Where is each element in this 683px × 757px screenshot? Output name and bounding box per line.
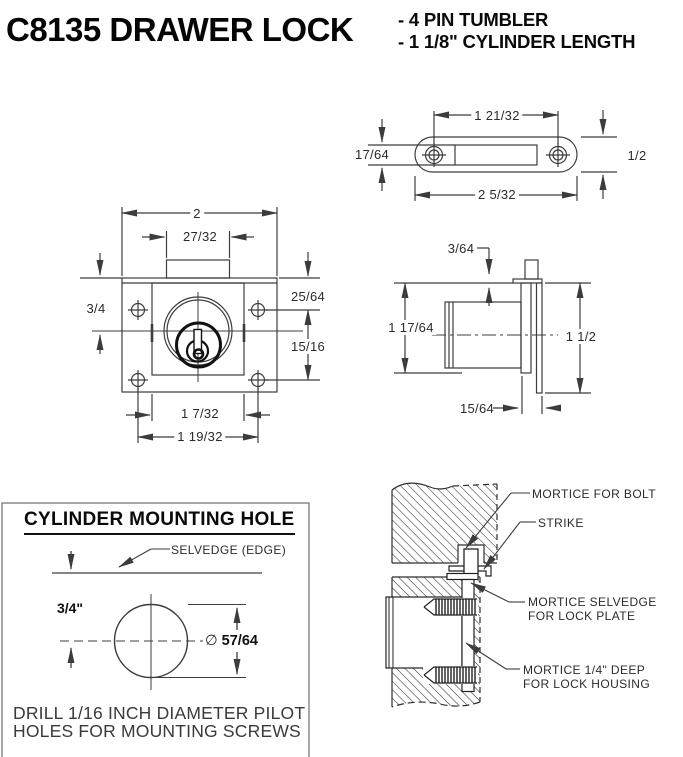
dim-strike-slot-height: 17/64 [354,147,390,162]
dim-hole-diameter: ∅ 57/64 [203,633,260,649]
label-mortice-selvedge-1: MORTICE SELVEDGE [528,595,657,609]
dim-strike-height: 1/2 [627,148,647,163]
bolt-section [463,548,479,575]
drill-note-line-1: DRILL 1/16 INCH DIAMETER PILOT [13,703,306,723]
dim-front-hole-spacing-v: 15/16 [287,339,329,354]
dim-side-plate-thickness: 3/64 [447,241,475,256]
label-mortice-selvedge-2: FOR LOCK PLATE [528,609,636,623]
dim-front-width: 2 [190,206,204,221]
installation-section-view [385,482,536,708]
dim-front-hole-spacing-h: 1 19/32 [174,429,226,444]
dim-strike-width: 2 5/32 [475,187,519,202]
drill-note-line-2: HOLES FOR MOUNTING SCREWS [13,721,301,741]
label-mortice-for-bolt: MORTICE FOR BOLT [532,487,656,501]
diameter-symbol-icon: ∅ [205,633,218,649]
dim-side-housing-height: 1 17/64 [385,320,437,335]
dim-hole-offset: 3/4" [56,600,84,616]
label-mortice-deep-1: MORTICE 1/4" DEEP [523,663,646,677]
selvedge-label: SELVEDGE (EDGE) [171,543,287,557]
dim-front-left-offset: 3/4 [86,301,106,316]
screw-hole-icon [422,143,570,167]
panel-heading: CYLINDER MOUNTING HOLE [24,509,295,535]
feature-bullet-1: - 4 PIN TUMBLER [398,9,549,30]
cylinder-hole-panel-art [1,502,310,757]
label-mortice-deep-2: FOR LOCK HOUSING [523,677,651,691]
strike-plate-view [368,110,617,201]
dim-strike-hole-spacing: 1 21/32 [471,108,523,123]
dim-bolt-width: 27/32 [182,229,218,244]
dim-front-top-to-hole: 25/64 [290,289,326,304]
label-strike: STRIKE [538,516,584,530]
dim-front-body-width: 1 7/32 [181,406,219,421]
dim-side-overall-height: 1 1/2 [562,329,600,344]
dim-side-plate-depth: 15/64 [459,401,495,416]
cylinder-face-icon [163,296,233,369]
screw-hole-icon [128,300,268,390]
lock-front-view [80,207,320,443]
page-title: C8135 DRAWER LOCK [6,11,354,48]
feature-bullet-2: - 1 1/8" CYLINDER LENGTH [398,31,636,52]
